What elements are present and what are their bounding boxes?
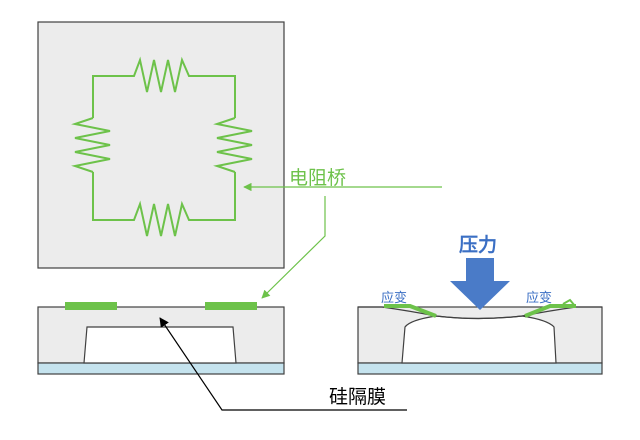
- side-view-pressurized: [357, 298, 603, 375]
- pointer-to-side-view: [261, 196, 326, 299]
- strain-gauge-right: [524, 304, 576, 318]
- resistor-left: [71, 117, 111, 173]
- resistor-bottom: [92, 172, 236, 237]
- resistor-strip-left-2: [205, 302, 257, 310]
- diaphragm-pointer: [159, 317, 407, 411]
- strain-gauge-left: [384, 304, 437, 318]
- strain-gauge-right-tip: [562, 298, 576, 307]
- base-right: [357, 362, 603, 375]
- silicon-diaphragm-label: 硅隔膜: [329, 386, 386, 408]
- cavity-right-deflected: [401, 315, 557, 364]
- resistor-right: [213, 117, 253, 173]
- side-view-relaxed: [37, 302, 285, 375]
- resistor-top: [92, 56, 236, 118]
- resistor-strip-left-1: [65, 302, 117, 310]
- base-left: [37, 362, 285, 375]
- resistor-bridge: [71, 56, 253, 237]
- pressure-label: 压力: [459, 233, 497, 256]
- strain-label-left: 应变: [381, 290, 407, 306]
- resistor-bridge-label: 电阻桥: [289, 167, 346, 189]
- pressure-arrow: [450, 258, 510, 310]
- chip-top-view: [37, 21, 285, 269]
- deflected-membrane-surface: [358, 306, 602, 320]
- cavity-left: [83, 326, 237, 364]
- strain-label-right: 应变: [526, 290, 552, 306]
